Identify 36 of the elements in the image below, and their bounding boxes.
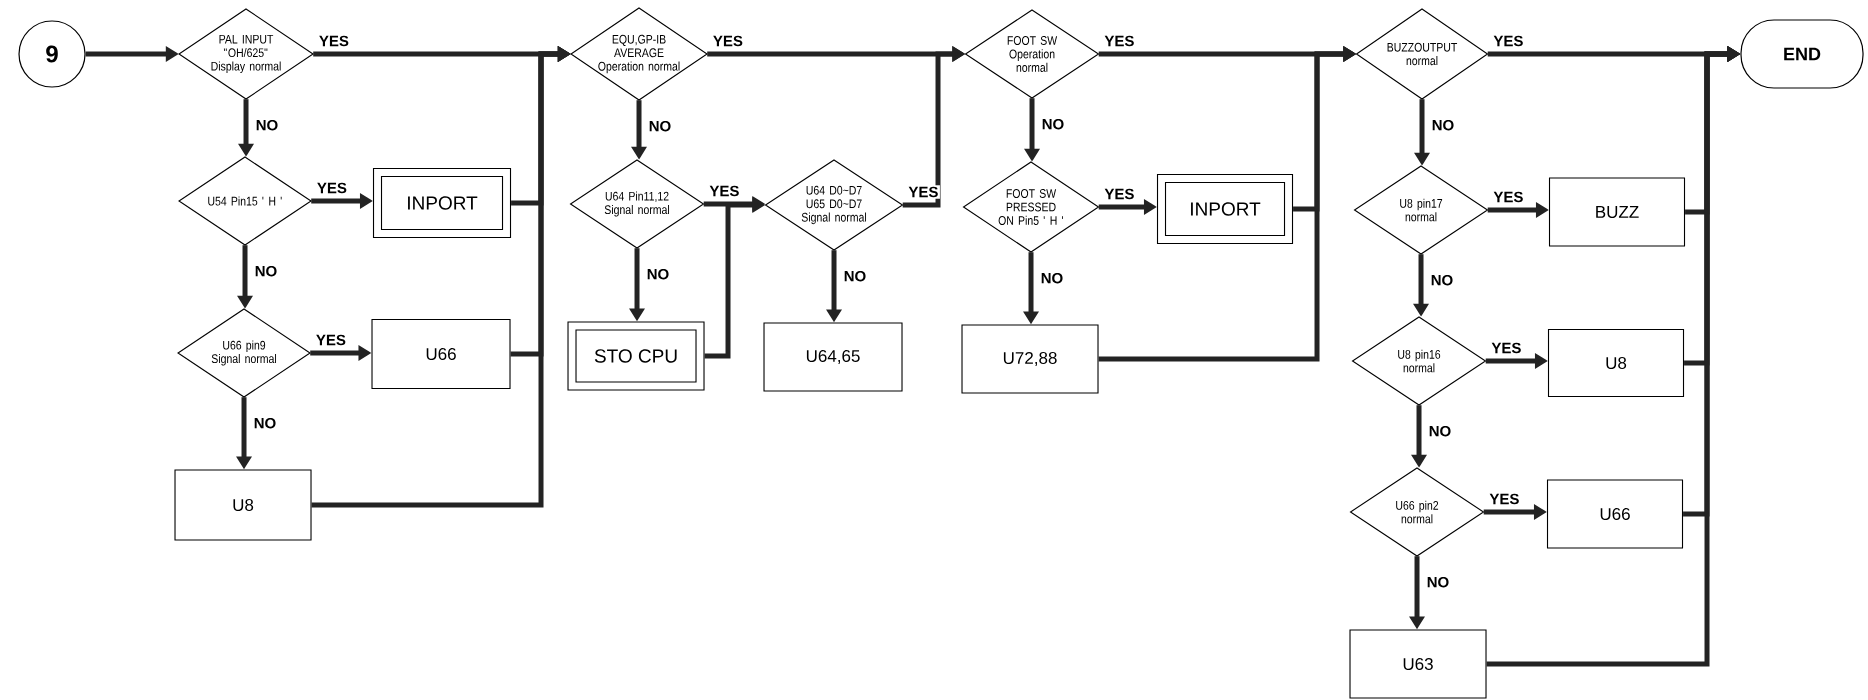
terminal-box: END bbox=[1740, 19, 1864, 89]
edge-label: YES bbox=[315, 181, 349, 195]
edge-label: NO bbox=[252, 416, 278, 430]
edge-label: NO bbox=[645, 267, 671, 281]
subroutine-box: STO CPU bbox=[567, 321, 705, 391]
edge-label: YES bbox=[906, 185, 940, 199]
edge-label: YES bbox=[314, 333, 348, 347]
edge-label: YES bbox=[1102, 187, 1136, 201]
process-box: U8 bbox=[1547, 328, 1685, 398]
edge-label: NO bbox=[647, 119, 673, 133]
process-box: U64,65 bbox=[763, 322, 903, 392]
process-box: BUZZ bbox=[1548, 177, 1686, 247]
edge-label: YES bbox=[1491, 34, 1525, 48]
edge-label: NO bbox=[254, 118, 280, 132]
process-box: U66 bbox=[371, 318, 511, 390]
edge-label: YES bbox=[317, 34, 351, 48]
process-box: U63 bbox=[1349, 629, 1487, 699]
edge-label: YES bbox=[1489, 341, 1523, 355]
edge-label: NO bbox=[842, 269, 868, 283]
subroutine-box: INPORT bbox=[372, 167, 512, 239]
process-box: U66 bbox=[1546, 479, 1684, 549]
process-box: U72,88 bbox=[961, 324, 1099, 394]
edge-label: NO bbox=[1040, 117, 1066, 131]
edge-label: NO bbox=[1429, 273, 1455, 287]
edge-label: NO bbox=[1427, 424, 1453, 438]
edge-label: YES bbox=[711, 34, 745, 48]
subroutine-box: INPORT bbox=[1156, 173, 1294, 245]
edge-label: NO bbox=[1425, 575, 1451, 589]
edge-label: NO bbox=[1430, 118, 1456, 132]
edge-label: YES bbox=[1491, 190, 1525, 204]
process-box: U8 bbox=[174, 469, 312, 541]
edge-label: NO bbox=[1039, 271, 1065, 285]
edge-label: YES bbox=[707, 184, 741, 198]
edge-label: YES bbox=[1102, 34, 1136, 48]
edge-label: NO bbox=[253, 264, 279, 278]
edge-label: YES bbox=[1487, 492, 1521, 506]
